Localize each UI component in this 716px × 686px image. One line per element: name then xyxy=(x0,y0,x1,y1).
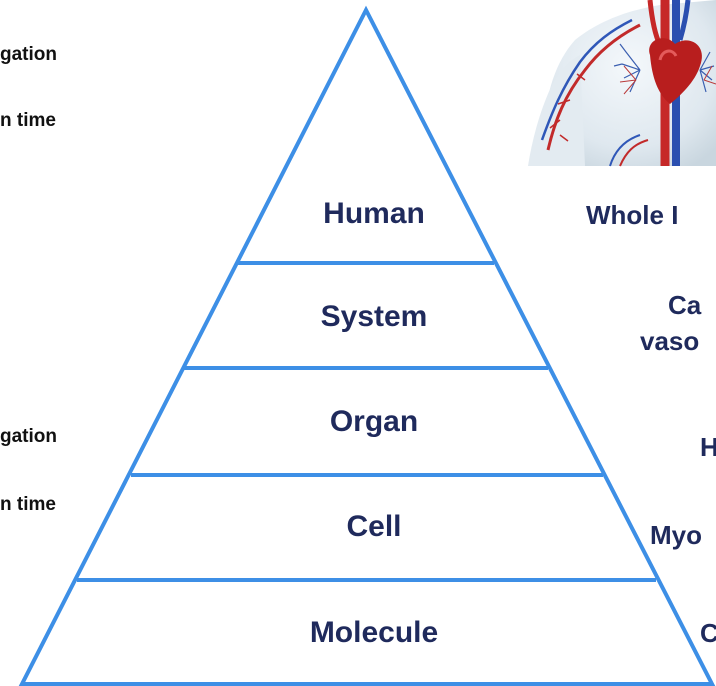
right-label-ca: Ca xyxy=(668,290,701,321)
left-note-2: n time xyxy=(0,110,56,132)
right-label-vaso: vaso xyxy=(640,326,699,357)
right-label-whole: Whole I xyxy=(586,200,678,231)
circulatory-system-image xyxy=(528,0,716,166)
right-label-c: C xyxy=(700,618,716,649)
left-note-4: n time xyxy=(0,494,56,516)
level-system: System xyxy=(274,300,474,334)
right-label-h: H xyxy=(700,432,716,463)
left-note-1: gation xyxy=(0,44,57,66)
level-organ: Organ xyxy=(274,405,474,439)
level-cell: Cell xyxy=(274,510,474,544)
right-label-myo: Myo xyxy=(650,520,702,551)
level-human: Human xyxy=(274,197,474,231)
left-note-3: gation xyxy=(0,426,57,448)
level-molecule: Molecule xyxy=(274,616,474,650)
